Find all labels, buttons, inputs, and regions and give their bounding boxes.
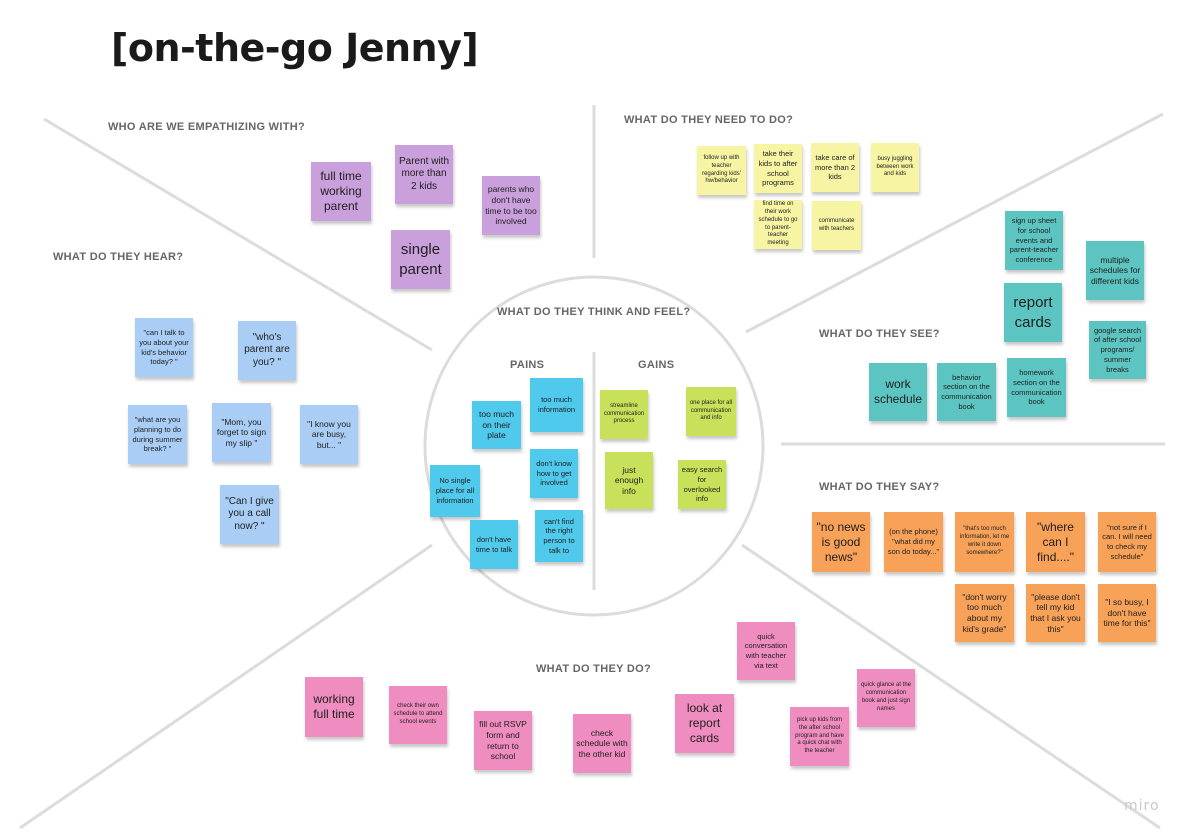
divider-line-lower-right	[741, 543, 1161, 830]
sticky-note[interactable]: "I know you are busy, but... "	[300, 405, 358, 464]
heading-what-do-they-do: WHAT DO THEY DO?	[536, 663, 651, 675]
divider-line-lower-left	[19, 543, 433, 830]
sticky-note[interactable]: check schedule with the other kid	[573, 714, 631, 773]
sticky-note[interactable]: communicate with teachers	[812, 201, 861, 250]
gain-note[interactable]: easy search for overlooked info	[678, 460, 726, 509]
gain-note[interactable]: one place for all communication and info	[686, 387, 736, 436]
divider-line-upper-right	[745, 112, 1164, 334]
sticky-note[interactable]: (on the phone) "what did my son do today…	[884, 512, 943, 572]
pain-note[interactable]: too much on their plate	[472, 401, 521, 449]
sticky-note[interactable]: full time working parent	[311, 162, 371, 221]
sticky-note[interactable]: multiple schedules for different kids	[1086, 241, 1144, 300]
sticky-note[interactable]: "don't worry too much about my kid's gra…	[955, 584, 1014, 642]
sticky-note[interactable]: quick conversation with teacher via text	[737, 622, 795, 680]
gain-note[interactable]: just enough info	[605, 452, 653, 509]
heading-what-do-they-think-and-feel: WHAT DO THEY THINK AND FEEL?	[497, 306, 691, 318]
sticky-note[interactable]: check their own schedule to attend schoo…	[389, 686, 447, 744]
pains-label: PAINS	[510, 359, 545, 371]
sticky-note[interactable]: work schedule	[869, 363, 927, 421]
sticky-note[interactable]: "no news is good news"	[812, 512, 870, 572]
sticky-note[interactable]: "please don't tell my kid that I ask you…	[1026, 584, 1085, 642]
pain-note[interactable]: don't know how to get involved	[530, 449, 578, 498]
sticky-note[interactable]: homework section on the communication bo…	[1007, 358, 1066, 417]
pain-note[interactable]: don't have time to talk	[470, 520, 518, 569]
sticky-note[interactable]: "not sure if I can. I will need to check…	[1098, 512, 1156, 572]
sticky-note[interactable]: "who's parent are you? "	[238, 321, 296, 380]
sticky-note[interactable]: "that's too much information, let me wri…	[955, 512, 1014, 572]
sticky-note[interactable]: take their kids to after school programs	[754, 144, 802, 193]
gains-label: GAINS	[638, 359, 675, 371]
heading-who-are-we-empathizing-with: WHO ARE WE EMPATHIZING WITH?	[108, 121, 306, 133]
sticky-note[interactable]: single parent	[391, 230, 450, 289]
sticky-note[interactable]: "what are you planning to do during summ…	[128, 405, 187, 464]
board-title: [on-the-go Jenny]	[111, 26, 479, 70]
sticky-note[interactable]: busy juggling between work and kids	[871, 143, 919, 192]
divider-line-upper-left	[43, 117, 433, 352]
sticky-note[interactable]: google search of after school programs/ …	[1089, 321, 1146, 379]
sticky-note[interactable]: "Mom, you forget to sign my slip "	[212, 403, 271, 462]
miro-watermark: miro	[1124, 798, 1160, 814]
sticky-note[interactable]: behavior section on the communication bo…	[937, 363, 996, 421]
sticky-note[interactable]: pick up kids from the after school progr…	[790, 707, 849, 766]
sticky-note[interactable]: fill out RSVP form and return to school	[474, 711, 532, 770]
sticky-note[interactable]: find time on their work schedule to go t…	[754, 200, 802, 249]
sticky-note[interactable]: "I so busy, I don't have time for this"	[1098, 584, 1156, 642]
sticky-note[interactable]: take care of more than 2 kids	[811, 143, 859, 192]
sticky-note[interactable]: "can I talk to you about your kid's beha…	[135, 318, 193, 377]
center-circle	[423, 275, 765, 617]
sticky-note[interactable]: working full time	[305, 677, 363, 737]
sticky-note[interactable]: look at report cards	[675, 694, 734, 753]
heading-what-do-they-say: WHAT DO THEY SAY?	[819, 481, 940, 493]
pain-note[interactable]: too much information	[530, 378, 583, 432]
heading-what-do-they-hear: WHAT DO THEY HEAR?	[53, 251, 184, 263]
sticky-note[interactable]: "where can I find...."	[1026, 512, 1085, 572]
sticky-note[interactable]: follow up with teacher regarding kids' h…	[697, 146, 746, 195]
sticky-note[interactable]: parents who don't have time to be too in…	[482, 176, 540, 235]
gain-note[interactable]: streamline communication process	[600, 390, 648, 439]
pain-note[interactable]: can't find the right person to talk to	[535, 510, 583, 562]
heading-what-do-they-see: WHAT DO THEY SEE?	[819, 328, 940, 340]
pain-note[interactable]: No single place for all information	[430, 465, 480, 517]
heading-what-do-they-need-to-do: WHAT DO THEY NEED TO DO?	[624, 114, 794, 126]
sticky-note[interactable]: quick glance at the communication book a…	[857, 669, 915, 727]
sticky-note[interactable]: "Can I give you a call now? "	[220, 485, 279, 544]
sticky-note[interactable]: Parent with more than 2 kids	[395, 145, 453, 204]
sticky-note[interactable]: sign up sheet for school events and pare…	[1005, 211, 1063, 270]
sticky-note[interactable]: report cards	[1004, 283, 1062, 342]
